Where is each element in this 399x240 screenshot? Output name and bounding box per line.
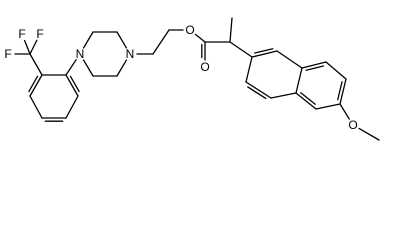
atom-label-background (16, 28, 28, 40)
single-bond (194, 33, 206, 43)
single-bond (295, 67, 303, 94)
atom-label-background (74, 48, 86, 60)
atom-label-background (347, 119, 359, 131)
atom-label-background (184, 24, 196, 36)
double-bond (29, 74, 43, 97)
single-bond (29, 53, 43, 76)
single-bond (116, 31, 128, 49)
single-bond (325, 61, 347, 80)
double-bond (339, 78, 347, 105)
double-bond (251, 50, 278, 58)
atom-label-background (199, 61, 211, 73)
atom-label-f: F (4, 47, 11, 61)
single-bond (23, 39, 31, 55)
single-bond (29, 39, 38, 55)
atom-label-o: O (348, 118, 357, 132)
double-bond (245, 81, 272, 99)
double-bond-inner (305, 65, 325, 71)
single-bond (245, 56, 253, 83)
single-bond (152, 29, 170, 55)
atom-label-background (34, 28, 46, 40)
single-bond (229, 41, 253, 58)
single-bond (339, 103, 350, 120)
single-bond (315, 103, 341, 110)
atom-label-f: F (18, 27, 25, 41)
double-bond (65, 74, 79, 97)
single-bond (82, 59, 94, 77)
double-bond (301, 61, 327, 69)
atom-label-background (2, 48, 14, 60)
single-bond (82, 31, 94, 49)
single-bond (29, 95, 43, 119)
double-bond-inner (28, 75, 39, 93)
atom-label-o: O (200, 60, 209, 74)
single-bond (116, 59, 128, 77)
double-bond-inner (300, 92, 316, 105)
double-bond-inner (337, 81, 343, 101)
double-bond-inner (254, 48, 274, 54)
atom-label-f: F (36, 27, 43, 41)
atom-label-background (124, 48, 136, 60)
single-bond (358, 127, 380, 141)
atom-label-o: O (185, 23, 194, 37)
single-bond (276, 50, 303, 69)
bond-layer (14, 17, 380, 141)
single-bond (229, 17, 233, 43)
double-bond-inner (69, 75, 80, 93)
single-bond (270, 92, 297, 99)
single-bond (65, 95, 79, 119)
atom-label-n: N (76, 47, 85, 61)
double-bond-inner (247, 86, 267, 100)
single-bond (65, 59, 77, 76)
double-bond (295, 92, 317, 110)
atom-label-n: N (126, 47, 135, 61)
